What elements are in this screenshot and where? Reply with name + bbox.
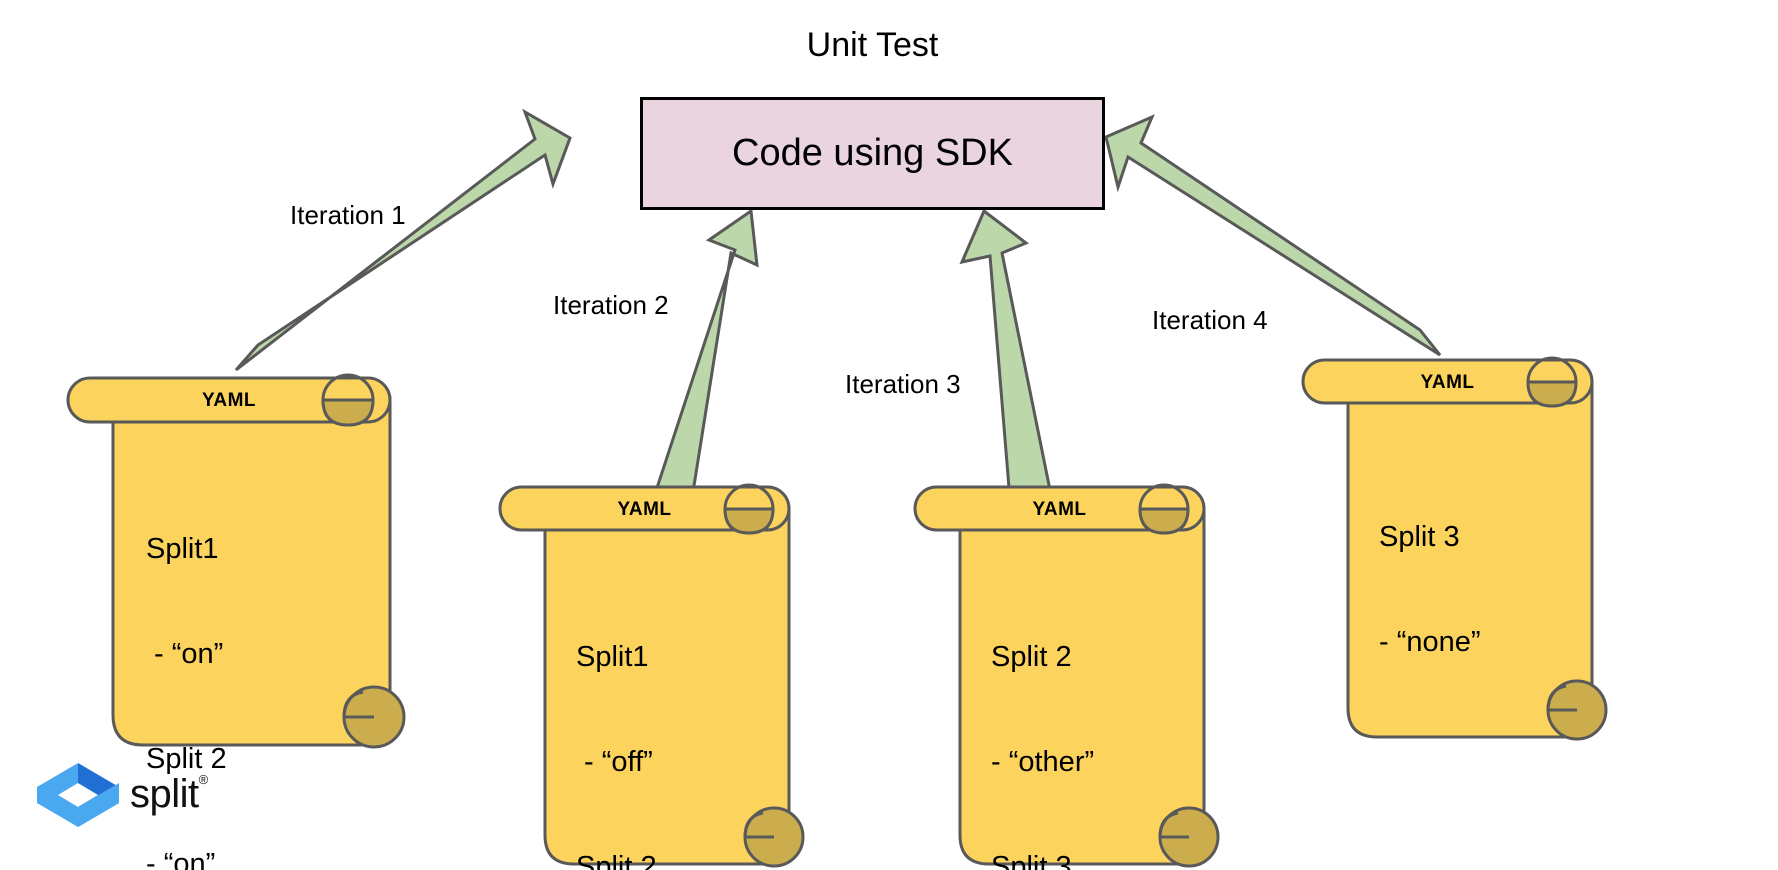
arrow-iteration-2	[650, 208, 759, 502]
yaml-scroll-4[interactable]	[1301, 356, 1608, 741]
arrow-iteration-1	[234, 108, 572, 372]
split-logo-icon	[37, 763, 119, 827]
yaml-scroll-1[interactable]	[66, 373, 406, 749]
arrow-iteration-4	[1104, 114, 1442, 357]
arrow-iteration-3	[959, 208, 1052, 502]
yaml-scroll-2[interactable]	[498, 483, 805, 868]
yaml-scroll-3[interactable]	[913, 483, 1220, 868]
